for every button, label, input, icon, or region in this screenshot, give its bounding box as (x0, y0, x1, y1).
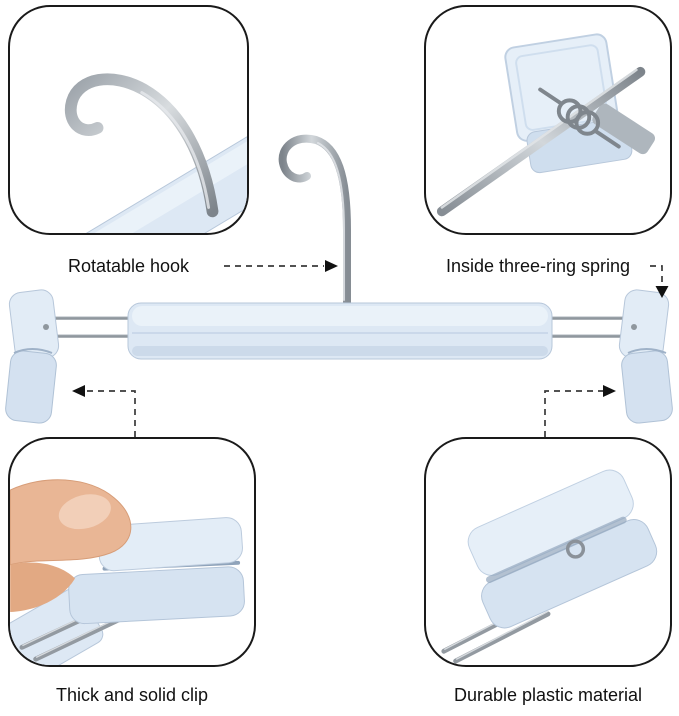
arrow-to-left-clip (72, 385, 136, 437)
hanger-hook (278, 134, 351, 309)
hanger-bar (127, 302, 553, 360)
rotatable-hook-photo (64, 73, 247, 233)
callout-durable-plastic (424, 437, 672, 667)
three-ring-spring (538, 87, 621, 149)
label-durable-plastic: Durable plastic material (453, 685, 643, 705)
metal-clamp (592, 103, 656, 155)
left-clip (5, 289, 60, 424)
right-clip (618, 289, 673, 424)
plastic-clip-photo (441, 469, 658, 664)
hook-detail (64, 73, 219, 218)
clip-lower-jaw (68, 566, 245, 625)
label-rotatable-hook: Rotatable hook (67, 256, 190, 276)
label-three-ring-spring: Inside three-ring spring (445, 256, 631, 276)
metal-rod (436, 66, 646, 217)
spring-mechanism-photo (436, 33, 656, 217)
angled-clip (467, 469, 658, 629)
label-solid-clip: Thick and solid clip (55, 685, 209, 705)
thumb (10, 479, 132, 612)
spring-pin (565, 539, 586, 559)
arrow-to-spring-clip (650, 265, 669, 298)
hand-pressing-clip-photo (10, 479, 245, 665)
arrow-to-hook (224, 260, 338, 272)
arrow-to-right-clip (544, 385, 616, 437)
bar-corner (72, 101, 247, 233)
callout-solid-clip (8, 437, 256, 667)
callout-rotatable-hook (8, 5, 249, 235)
callout-three-ring-spring (424, 5, 672, 235)
